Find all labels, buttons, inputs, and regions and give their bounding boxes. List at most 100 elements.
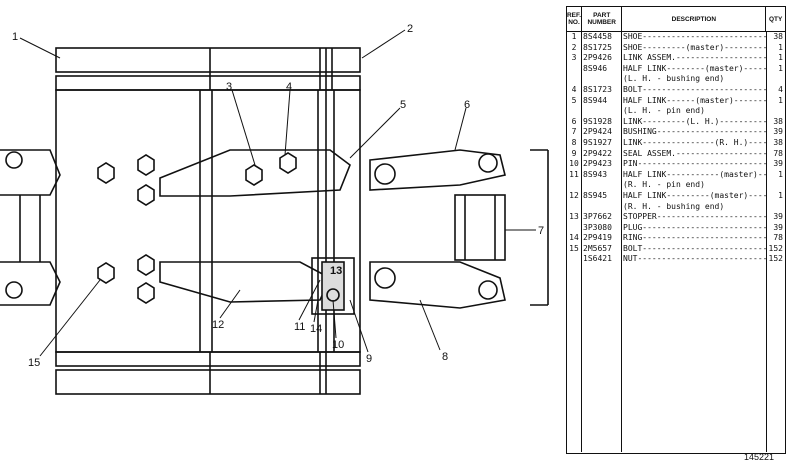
track-illustration: 1 2 3 4 5 6 7 8 9 10 11 12 13 14 15: [0, 23, 549, 395]
link-stub-left-bottom: [0, 261, 61, 306]
cell-part-number: 2M5657: [583, 243, 612, 253]
cell-description: SEAL ASSEM.------------------------: [623, 148, 766, 158]
cell-qty: [766, 106, 785, 117]
cell-description: LINK---------------(R. H.)---------: [623, 137, 766, 147]
cell-part-number: 8S946: [583, 63, 608, 73]
callout-13: 13: [330, 265, 342, 277]
bolt-hex-group: [97, 152, 297, 304]
cell-description: (R. H. - pin end): [623, 180, 705, 190]
cell-description: BOLT-------------------------------: [623, 84, 766, 94]
table-row: 1S6421NUT-------------------------------…: [567, 254, 785, 265]
cell-ref-no: 2: [571, 42, 577, 52]
cell-ref-no: [567, 202, 581, 213]
cell-qty: 38: [773, 137, 783, 147]
callout-4: 4: [286, 81, 292, 93]
cell-part-number: [581, 180, 621, 191]
cell-qty: 4: [778, 84, 783, 94]
parts-table-header: REF. NO. PART NUMBER DESCRIPTION QTY: [567, 7, 785, 32]
cell-description: STOPPER----------------------------: [623, 212, 766, 222]
link-right-bottom: [369, 261, 506, 309]
bushing: [454, 194, 506, 261]
cell-description: HALF LINK------(master)--------: [623, 95, 766, 105]
cell-qty: 1: [778, 53, 783, 63]
shoe-top-2: [55, 75, 361, 91]
cell-ref-no: 11: [569, 169, 579, 179]
cell-qty: 152: [768, 243, 783, 253]
cell-qty: 38: [773, 32, 783, 41]
cell-qty: 152: [768, 254, 783, 264]
cell-description: LINK---------(L. H.)---------------: [623, 116, 766, 126]
callout-11: 11: [294, 321, 305, 333]
table-row: (L. H. - bushing end): [567, 74, 785, 85]
callout-3: 3: [226, 81, 232, 93]
master-link-lower: [159, 261, 332, 303]
cell-qty: 1: [778, 63, 783, 73]
shoe-top-1: [55, 47, 361, 73]
cell-description: HALF LINK---------(master)----: [623, 190, 766, 200]
cell-part-number: 2P9424: [583, 127, 612, 137]
cell-part-number: 2P9419: [583, 233, 612, 243]
cell-ref-no: 7: [571, 127, 577, 137]
header-qty: QTY: [768, 15, 783, 23]
callout-10: 10: [332, 339, 344, 351]
cell-qty: 38: [773, 116, 783, 126]
cell-ref-no: [567, 64, 581, 75]
cell-ref-no: 12: [569, 190, 579, 200]
callout-5: 5: [400, 99, 406, 111]
callout-7: 7: [538, 225, 544, 237]
cell-description: LINK ASSEM.------------------------: [623, 53, 766, 63]
link-right-top: [369, 149, 506, 191]
table-row: 133P7662STOPPER-------------------------…: [567, 212, 785, 223]
cell-ref-no: 8: [571, 137, 577, 147]
cell-part-number: 2P9426: [583, 53, 612, 63]
cell-part-number: 8S944: [583, 95, 608, 105]
cell-ref-no: 6: [571, 116, 577, 126]
cell-qty: 1: [778, 190, 783, 200]
cell-ref-no: [567, 223, 581, 234]
cell-part-number: 3P3080: [583, 222, 612, 232]
cell-part-number: 3P7662: [583, 212, 612, 222]
cell-part-number: [581, 202, 621, 213]
cell-description: HALF LINK--------(master)-----: [623, 63, 766, 73]
cell-part-number: [581, 106, 621, 117]
callout-15: 15: [28, 357, 40, 369]
cell-qty: 78: [773, 233, 783, 243]
cell-part-number: 2P9423: [583, 159, 612, 169]
cell-part-number: 8S945: [583, 190, 608, 200]
table-row: 7 2P9424 BUSHING--------------------------…: [567, 127, 785, 138]
drawing-reference-code: 145221: [744, 452, 775, 462]
cell-description: BUSHING----------------------------: [623, 127, 766, 137]
cell-description: (L. H. - bushing end): [623, 74, 725, 84]
cell-ref-no: 1: [571, 32, 577, 41]
cell-description: NUT--------------------------------: [623, 254, 766, 264]
cell-description: (L. H. - pin end): [623, 106, 705, 116]
cell-ref-no: 15: [569, 243, 579, 253]
cell-qty: 1: [778, 42, 783, 52]
cell-description: (R. H. - bushing end): [623, 201, 725, 211]
cell-part-number: 8S4458: [583, 32, 612, 41]
callout-9: 9: [366, 353, 372, 365]
cell-part-number: [581, 74, 621, 85]
cell-qty: 39: [773, 127, 783, 137]
cell-qty: [766, 180, 785, 191]
cell-qty: 78: [773, 148, 783, 158]
cell-description: BOLT-------------------------------: [623, 243, 766, 253]
cell-ref-no: [567, 106, 581, 117]
track-assembly-drawing: 1 2 3 4 5 6 7 8 9 10 11 12 13 14 15: [0, 23, 549, 395]
shoe-bottom-1: [55, 351, 361, 367]
callout-1: 1: [12, 31, 18, 43]
table-row: 15 2M5657 BOLT----------------------------…: [567, 244, 785, 255]
header-part-number: PART NUMBER: [582, 7, 623, 31]
cell-qty: [766, 202, 785, 213]
master-link-upper: [159, 149, 351, 197]
table-row: 102P9423PIN-----------------------------…: [567, 159, 785, 170]
header-description: DESCRIPTION: [622, 7, 767, 31]
table-row: 8S946 HALF LINK--------(master)----- 1: [567, 64, 785, 75]
cell-ref-no: [567, 254, 581, 265]
callout-12: 12: [212, 319, 224, 331]
